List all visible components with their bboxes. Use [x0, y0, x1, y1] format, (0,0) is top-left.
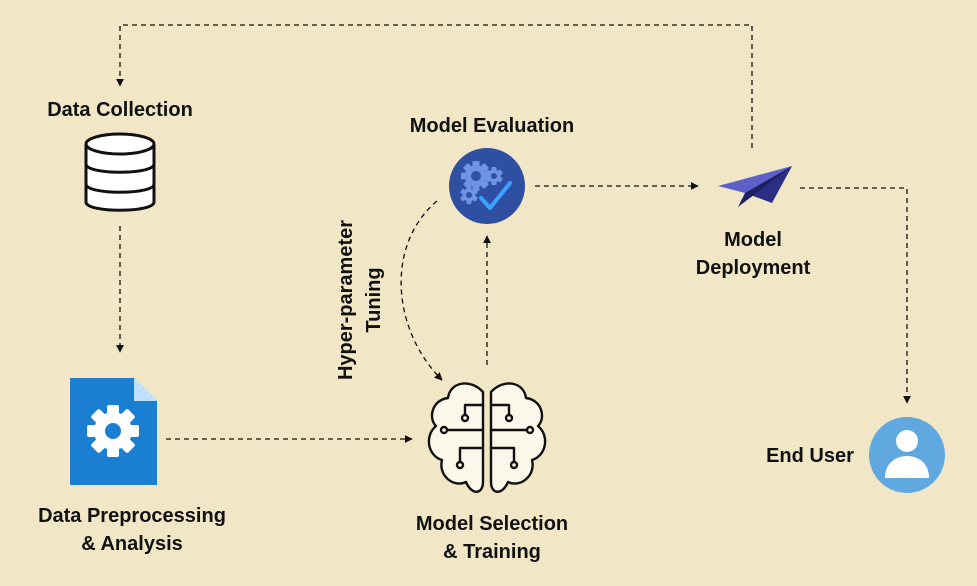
database-icon: [84, 132, 156, 212]
data-preprocessing-label-line2: & Analysis: [81, 533, 183, 555]
model-deployment-label: Model Deployment: [663, 226, 843, 282]
data-collection-label: Data Collection: [47, 99, 193, 121]
hyperparameter-tuning-connector: [400, 200, 443, 381]
model-deployment-label-line1: Model: [724, 229, 782, 251]
hyperparameter-tuning-label-line1: Hyper-parameter: [335, 219, 357, 381]
gears-check-icon: [449, 148, 525, 224]
model-selection-label-line2: & Training: [443, 541, 541, 563]
hyperparameter-tuning-label-line2: Tuning: [363, 267, 385, 333]
end-user-label: End User: [766, 445, 854, 467]
model-selection-label: Model Selection & Training: [375, 510, 609, 566]
model-deployment-label-line2: Deployment: [695, 257, 811, 279]
brain-circuit-icon: [427, 382, 547, 493]
hyperparameter-tuning-label: Hyper-parameter Tuning: [332, 200, 388, 400]
model-evaluation-label: Model Evaluation: [409, 115, 575, 137]
data-preprocessing-label-line1: Data Preprocessing: [38, 505, 226, 527]
deployment-to-enduser-connector: [800, 187, 911, 404]
feedback-loop-connector: [116, 24, 753, 148]
document-gear-icon: [70, 378, 157, 485]
model-selection-label-line1: Model Selection: [415, 513, 569, 535]
data-preprocessing-label: Data Preprocessing & Analysis: [0, 502, 264, 558]
paper-plane-icon: [718, 166, 792, 207]
user-icon: [869, 417, 945, 493]
